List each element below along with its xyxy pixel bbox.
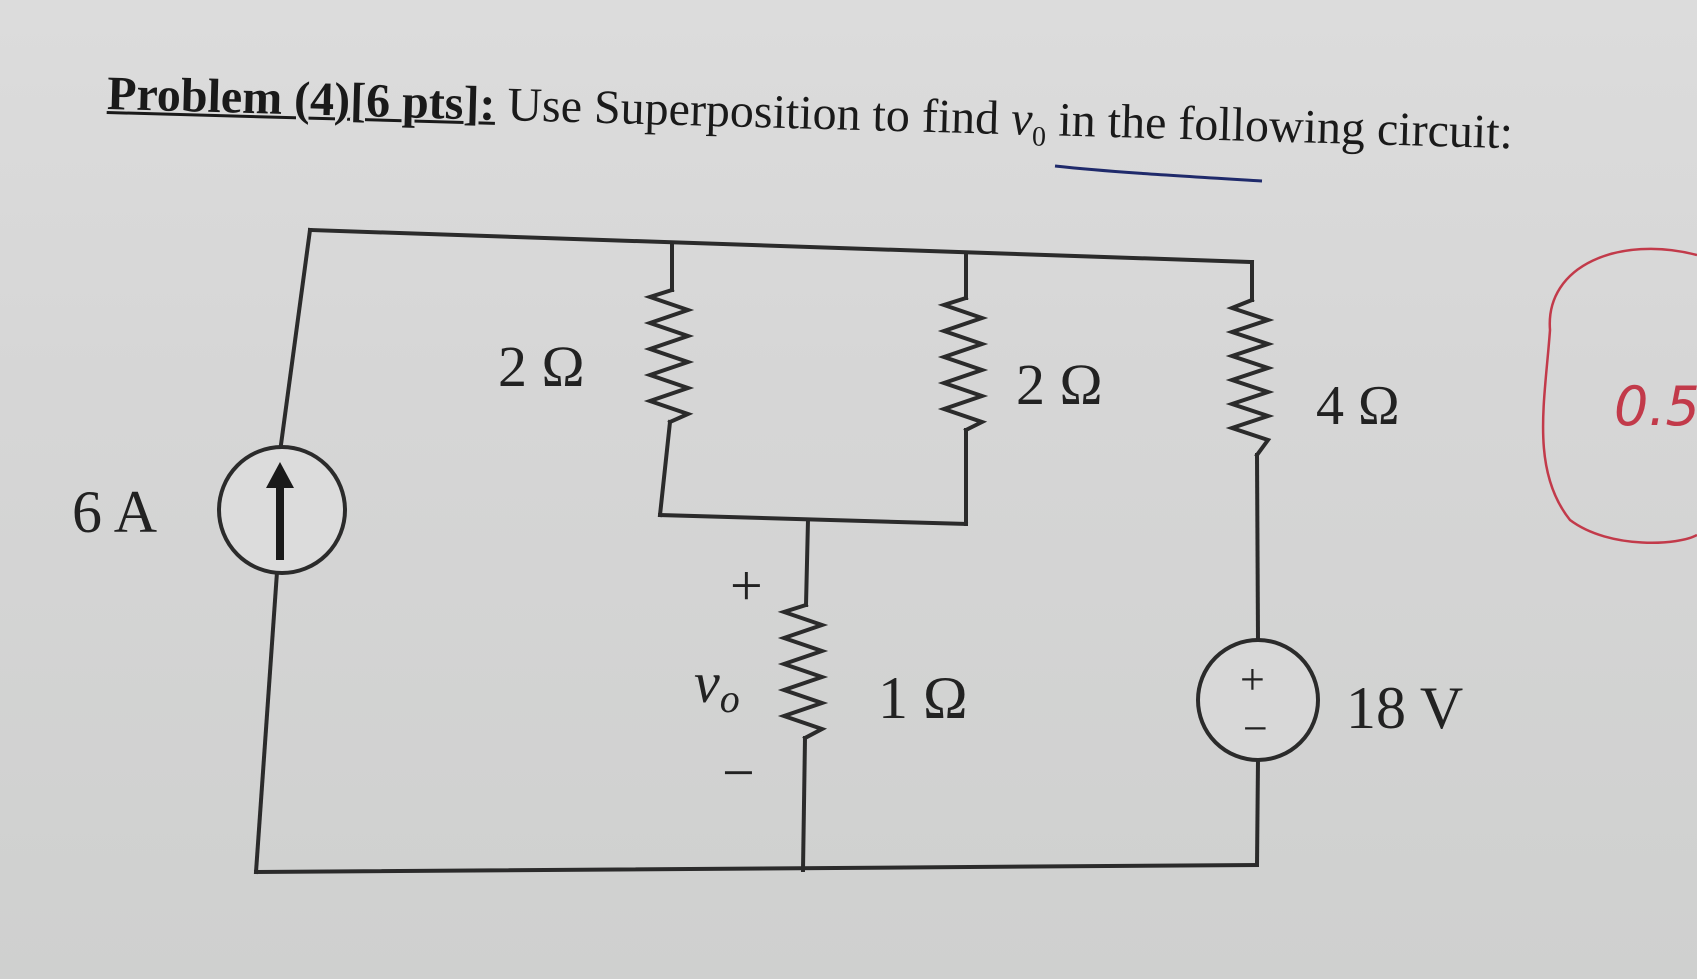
resistor-middle-2ohm	[937, 295, 989, 433]
wire-left-lower	[253, 569, 280, 875]
current-source	[217, 445, 347, 575]
current-source-label: 6 A	[72, 479, 157, 545]
vo-plus: +	[730, 553, 763, 618]
voltage-source	[1196, 638, 1320, 762]
resistor-right-label: 4 Ω	[1316, 375, 1400, 437]
vo-variable: vo	[694, 650, 740, 721]
wire-bottom	[253, 862, 1260, 875]
wire-left-branch-bottom	[657, 419, 673, 518]
wire-junction	[657, 512, 969, 527]
voltage-source-label: 18 V	[1346, 675, 1463, 741]
resistor-right-4ohm	[1225, 297, 1275, 458]
wire-1ohm-top	[803, 517, 811, 608]
source-minus: −	[1243, 704, 1268, 753]
source-plus: +	[1240, 655, 1265, 704]
wire-left	[277, 227, 313, 455]
wire-right-lower	[1254, 757, 1261, 868]
resistor-left-2ohm	[643, 287, 695, 425]
resistor-bottom-1ohm	[777, 602, 829, 741]
resistor-middle-label: 2 Ω	[1016, 352, 1103, 417]
vo-minus: −	[722, 740, 755, 805]
resistor-left-label: 2 Ω	[498, 334, 585, 399]
wire-right-mid	[1254, 452, 1261, 643]
ink-circle	[1541, 247, 1697, 544]
wire-top	[307, 227, 1255, 265]
resistor-bottom-label: 1 Ω	[878, 665, 968, 731]
wire-1ohm-bottom	[800, 735, 808, 873]
ink-note: 0.5	[1614, 375, 1697, 438]
ink-underline	[1054, 164, 1263, 183]
